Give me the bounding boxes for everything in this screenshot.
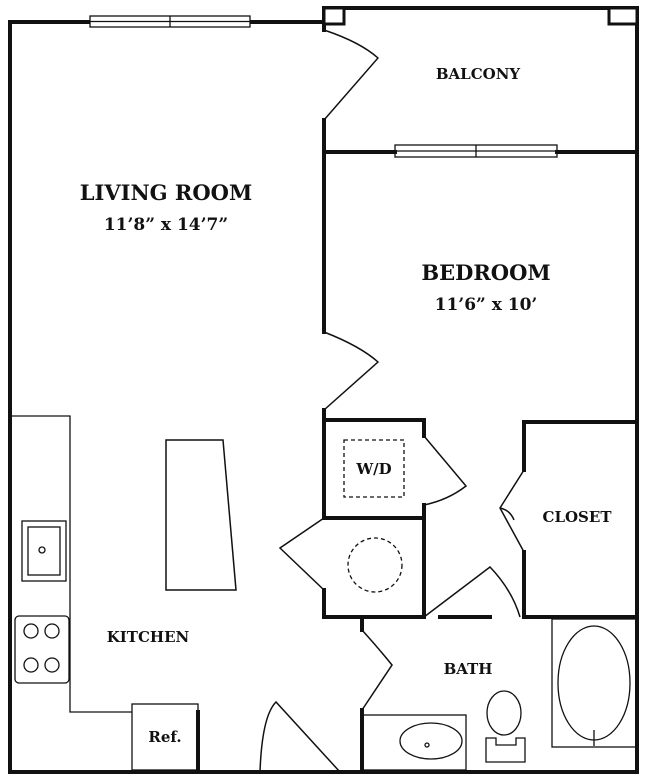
bedroom-label: BEDROOM — [421, 260, 550, 285]
bath-vanity — [361, 714, 467, 771]
closet-label: CLOSET — [543, 508, 613, 526]
kitchen-island — [165, 439, 237, 591]
balcony-label: BALCONY — [436, 65, 521, 83]
kitchen-label: KITCHEN — [107, 628, 190, 646]
refrigerator-label: Ref. — [148, 728, 181, 746]
pantry-door — [423, 565, 521, 618]
wd-label: W/D — [355, 460, 391, 478]
kitchen-counter — [12, 415, 132, 713]
bathtub — [551, 618, 637, 748]
toilet — [485, 690, 526, 763]
bedroom-door — [323, 331, 380, 411]
closet2-door — [278, 517, 325, 591]
balcony-door — [323, 29, 380, 121]
window-bedroom — [394, 144, 558, 158]
water-heater — [347, 537, 403, 593]
living-room-dimensions: 11’8” x 14’7” — [104, 215, 228, 235]
bath-door — [361, 629, 393, 711]
closet-door — [499, 469, 525, 553]
living-room-label: LIVING ROOM — [80, 180, 252, 205]
refrigerator — [131, 703, 199, 771]
washer-dryer — [343, 439, 405, 498]
bath-label: BATH — [444, 660, 493, 678]
bedroom-dimensions: 11’6” x 10’ — [435, 295, 538, 315]
wd-door — [423, 435, 468, 506]
interior-walls — [196, 118, 639, 774]
balcony-outline — [322, 6, 639, 32]
entry-door — [259, 700, 341, 773]
exterior-walls — [8, 6, 639, 774]
stove — [14, 615, 70, 684]
window-top — [89, 15, 251, 28]
